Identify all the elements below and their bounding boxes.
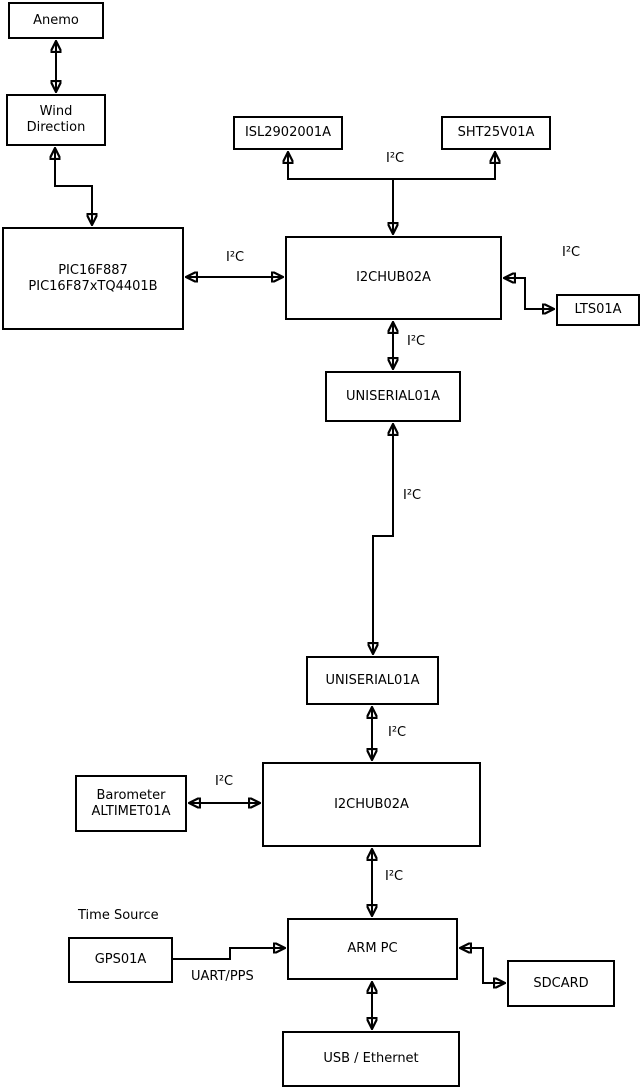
node-isl2902001a: ISL2902001A <box>233 116 343 150</box>
node-gps01a: GPS01A <box>68 937 173 983</box>
node-uniserial01a-top-label: UNISERIAL01A <box>346 388 440 404</box>
node-barometer-label-line2: ALTIMET01A <box>91 803 171 819</box>
label-time-source: Time Source <box>78 908 159 923</box>
node-wind-direction-label-line1: Wind <box>39 104 73 119</box>
edge-label-i2c-hub2-armpc: I²C <box>385 869 404 884</box>
node-uniserial01a-bottom-label: UNISERIAL01A <box>325 672 420 688</box>
node-anemo-label: Anemo <box>33 12 79 28</box>
node-sdcard: SDCARD <box>507 960 615 1007</box>
node-isl2902001a-label: ISL2902001A <box>244 125 332 140</box>
edge-gps-armpc <box>173 948 285 960</box>
node-gps01a-label: GPS01A <box>94 952 147 967</box>
edge-i2chub-top-lts <box>504 278 554 309</box>
node-usb-ethernet-label: USB / Ethernet <box>323 1051 419 1066</box>
node-wind-direction: Wind Direction <box>6 94 106 146</box>
edge-label-i2c-uniserial-hub2: I²C <box>388 725 407 740</box>
node-pic16f887-label-line2: PIC16F87xTQ4401B <box>28 278 158 294</box>
node-pic16f887-label-line1: PIC16F887 <box>58 262 128 278</box>
node-anemo: Anemo <box>8 2 104 39</box>
node-i2chub02a-top-label: I2CHUB02A <box>356 270 431 285</box>
edge-label-i2c-hub-lts: I²C <box>562 245 581 260</box>
node-uniserial01a-top: UNISERIAL01A <box>325 371 461 422</box>
edge-label-uart-pps: UART/PPS <box>191 969 254 984</box>
edge-label-i2c-barometer: I²C <box>215 774 234 789</box>
node-i2chub02a-top: I2CHUB02A <box>285 236 502 320</box>
node-sdcard-label: SDCARD <box>533 975 589 991</box>
node-i2chub02a-bottom-label: I2CHUB02A <box>334 796 409 812</box>
edge-winddirection-pic <box>55 148 92 225</box>
edge-label-i2c-uniserial-link: I²C <box>403 488 422 503</box>
node-i2chub02a-bottom: I2CHUB02A <box>262 762 481 847</box>
node-pic16f887: PIC16F887 PIC16F87xTQ4401B <box>2 227 184 330</box>
node-sht25v01a: SHT25V01A <box>441 116 551 150</box>
edge-label-i2c-pic-hub: I²C <box>226 250 245 265</box>
edge-uniserial-top-uniserial-bottom <box>373 424 393 654</box>
node-barometer-altimet01a: Barometer ALTIMET01A <box>75 775 187 832</box>
node-uniserial01a-bottom: UNISERIAL01A <box>306 656 439 705</box>
node-arm-pc: ARM PC <box>287 918 458 980</box>
node-usb-ethernet: USB / Ethernet <box>282 1031 460 1087</box>
edge-branch-isl-sht <box>288 152 495 180</box>
node-sht25v01a-label: SHT25V01A <box>457 125 535 140</box>
node-barometer-label-line1: Barometer <box>96 787 166 803</box>
node-lts01a-label: LTS01A <box>574 302 622 317</box>
node-arm-pc-label: ARM PC <box>347 941 398 956</box>
node-wind-direction-label-line2: Direction <box>26 120 86 135</box>
edge-label-i2c-branch: I²C <box>386 151 405 166</box>
node-lts01a: LTS01A <box>556 294 640 326</box>
edge-label-i2c-hub-uniserial: I²C <box>407 334 426 349</box>
edge-armpc-sdcard <box>460 948 505 983</box>
